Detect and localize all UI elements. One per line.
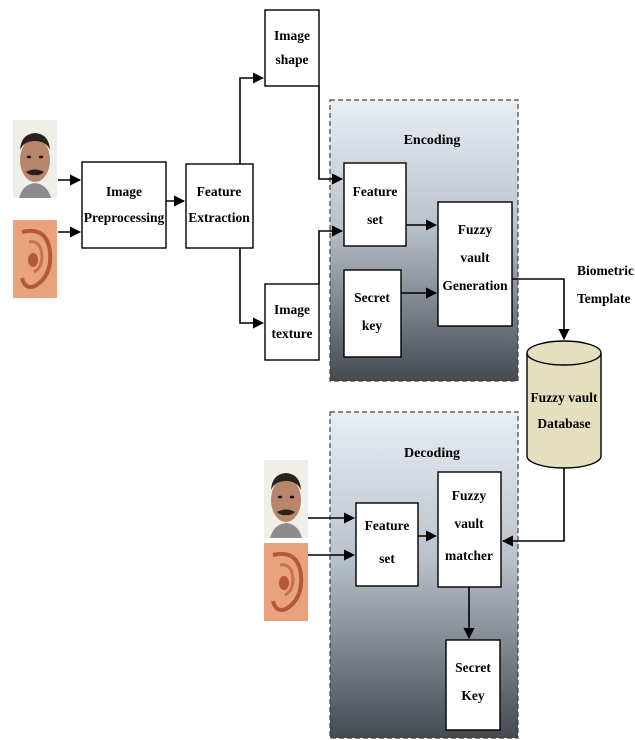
encoding-secret-key-label-1: Secret <box>354 290 390 305</box>
ear-image-query <box>262 541 310 623</box>
encoding-feature-set-label-1: Feature <box>353 184 398 199</box>
image-texture-label-1: Image <box>274 302 310 317</box>
database-label-2: Database <box>537 416 590 431</box>
decoding-feature-set-label-2: set <box>379 551 395 566</box>
biometric-template-label-2: Template <box>577 291 631 306</box>
fuzzy-vault-generation-label-1: Fuzzy <box>458 222 493 237</box>
database-label-1: Fuzzy vault <box>530 390 598 405</box>
fuzzy-vault-matcher-label-2: vault <box>454 516 484 531</box>
encoding-title: Encoding <box>404 133 461 148</box>
fuzzy-vault-generation-label-2: vault <box>460 250 490 265</box>
edge-extraction-to-shape <box>239 72 265 164</box>
fuzzy-vault-database: Fuzzy vault Database <box>526 340 602 469</box>
ear-image-input <box>11 218 59 300</box>
image-preprocessing-label-2: Preprocessing <box>84 210 165 225</box>
edge-shape-to-feature-set <box>318 86 344 185</box>
image-shape-label-1: Image <box>274 28 310 43</box>
decoding-secret-key-box <box>445 639 501 731</box>
fuzzy-vault-generation-box <box>437 201 513 327</box>
decoding-title: Decoding <box>404 446 460 461</box>
decoding-secret-key-label-2: Key <box>461 688 484 703</box>
encoding-secret-key-box <box>343 269 402 358</box>
fuzzy-vault-matcher-box <box>437 471 502 588</box>
fuzzy-vault-generation-label-3: Generation <box>442 278 508 293</box>
edge-extraction-to-texture <box>239 248 265 329</box>
image-preprocessing-label-1: Image <box>106 184 142 199</box>
fuzzy-vault-matcher-label-3: matcher <box>445 548 493 563</box>
encoding-feature-set-label-2: set <box>367 212 383 227</box>
fuzzy-vault-matcher-label-1: Fuzzy <box>452 488 487 503</box>
feature-extraction-label-2: Extraction <box>188 210 250 225</box>
edge-texture-to-feature-set <box>318 225 344 284</box>
feature-extraction-label-1: Feature <box>197 184 242 199</box>
decoding-feature-set-label-1: Feature <box>365 518 410 533</box>
decoding-feature-set-box <box>355 502 419 587</box>
image-shape-box <box>264 9 320 87</box>
encoding-feature-set-box <box>343 162 407 247</box>
feature-extraction-box <box>185 163 254 249</box>
biometric-template-label-1: Biometric <box>577 263 634 278</box>
face-image-input <box>13 120 57 198</box>
image-preprocessing-box <box>81 161 167 249</box>
encoding-secret-key-label-2: key <box>362 318 383 333</box>
image-texture-box <box>264 283 320 361</box>
diagram-edges <box>58 72 570 640</box>
image-shape-label-2: shape <box>275 52 308 67</box>
edge-generation-to-database <box>512 278 570 341</box>
image-texture-label-2: texture <box>272 326 313 341</box>
edge-database-to-matcher <box>501 468 565 547</box>
face-image-query <box>264 460 308 538</box>
decoding-secret-key-label-1: Secret <box>455 660 491 675</box>
